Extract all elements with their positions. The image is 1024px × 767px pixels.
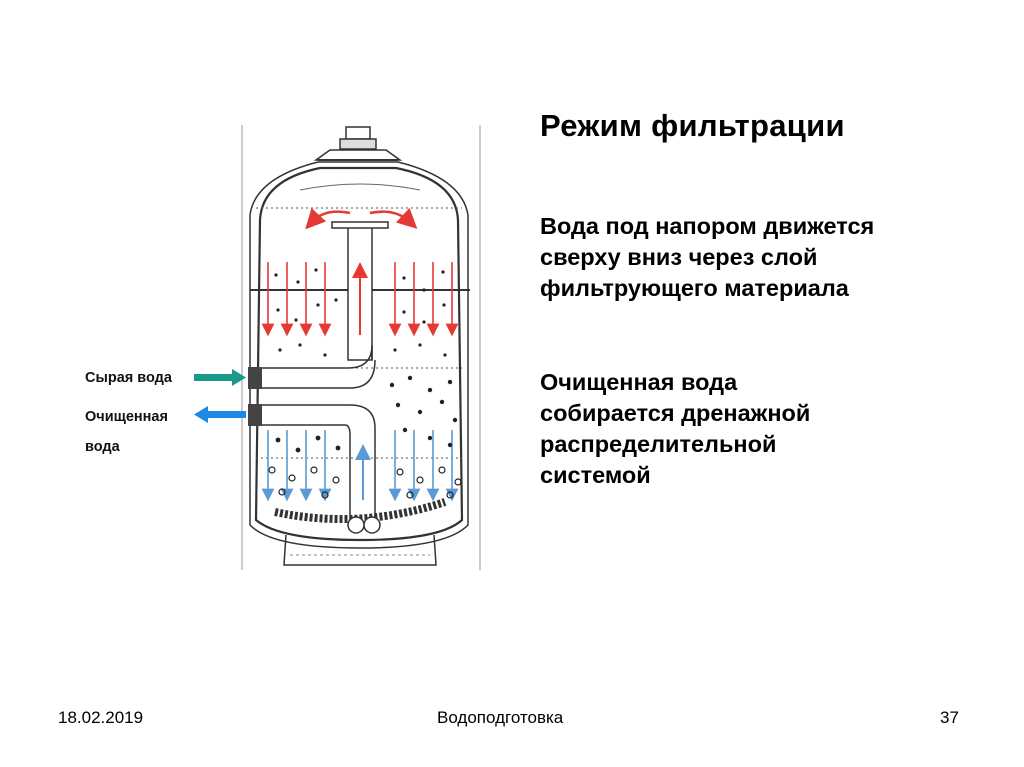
raw-water-inlet-arrow: [194, 369, 246, 386]
drain-lateral: [274, 498, 447, 523]
spray-arrow-right: [369, 207, 418, 229]
paragraph-drainage: Очищенная вода собирается дренажной расп…: [540, 367, 980, 491]
paragraph-line: фильтрующего материала: [540, 275, 849, 301]
tank-body: [254, 166, 464, 542]
gravel-circles: [268, 466, 462, 499]
spray-arrow-left: [305, 207, 351, 230]
filter-media-dots: [274, 268, 458, 453]
paragraph-line: распределительной: [540, 431, 777, 457]
footer-page-number: 37: [940, 708, 959, 727]
drain-hub: [347, 516, 365, 534]
paragraph-line: Вода под напором движется: [540, 213, 875, 239]
clean-water-outlet-arrow: [194, 406, 246, 423]
clean-water-label-line2: вода: [85, 439, 120, 455]
top-valve-icon: [313, 126, 403, 161]
inlet-nozzle: [248, 367, 262, 389]
paragraph-line: собирается дренажной: [540, 400, 811, 426]
slide-title: Режим фильтрации: [540, 108, 845, 143]
outlet-nozzle: [248, 404, 262, 426]
clean-water-label-line1: Очищенная: [85, 409, 168, 425]
paragraph-filtration-flow: Вода под напором движется сверху вниз че…: [540, 211, 980, 304]
footer-topic: Водоподготовка: [437, 708, 564, 727]
paragraph-line: сверху вниз через слой: [540, 244, 818, 270]
red-downflow-arrows: [261, 262, 459, 337]
blue-downflow-arrows: [261, 430, 459, 502]
paragraph-line: Очищенная вода: [540, 369, 738, 395]
raw-water-label: Сырая вода: [85, 370, 172, 386]
paragraph-line: системой: [540, 462, 651, 488]
tank-base: [283, 534, 437, 566]
footer-date: 18.02.2019: [58, 708, 144, 727]
